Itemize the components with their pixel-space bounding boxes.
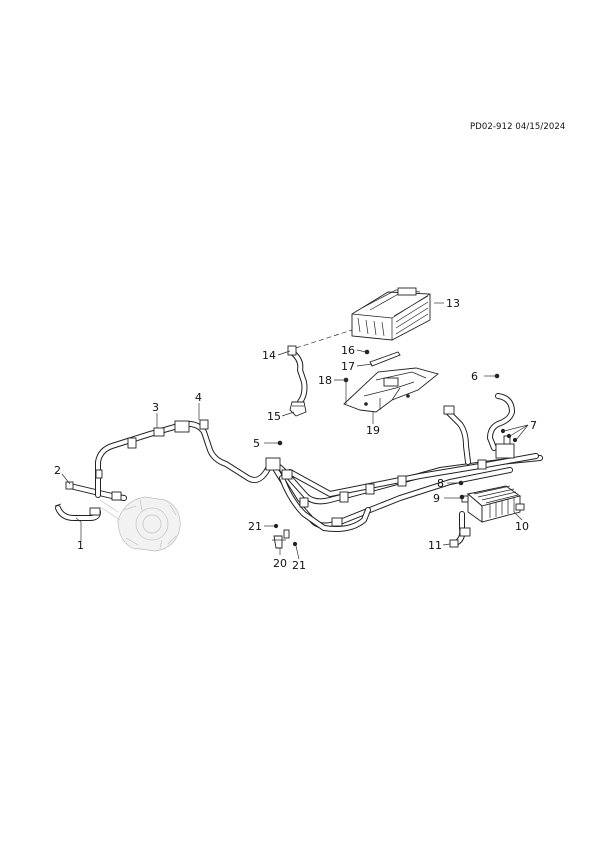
- callout-15: 15: [267, 410, 281, 423]
- callout-1: 1: [77, 539, 84, 552]
- callout-19: 19: [366, 424, 380, 437]
- callout-14: 14: [262, 349, 276, 362]
- coolant-hose-3-4: [95, 419, 275, 498]
- callout-5: 5: [253, 437, 260, 450]
- diagram-reference-code: PD02-912 04/15/2024: [470, 122, 566, 132]
- callout-17: 17: [341, 360, 355, 373]
- callout-21-right: 21: [292, 559, 306, 572]
- callout-18: 18: [318, 374, 332, 387]
- central-pipe-bundle: [265, 453, 543, 532]
- callout-16: 16: [341, 344, 355, 357]
- callout-3: 3: [152, 401, 159, 414]
- callout-21-left: 21: [248, 520, 262, 533]
- callout-10: 10: [515, 520, 529, 533]
- coolant-pipe-11: [449, 511, 471, 548]
- callout-labels: 1 2 3 4 5 6 7 8 9 10 11 13 14 15 16 17 1…: [54, 297, 537, 572]
- coolant-hose-2: [65, 481, 127, 501]
- battery-module-13: [351, 287, 431, 341]
- callout-8: 8: [437, 477, 444, 490]
- callout-6: 6: [471, 370, 478, 383]
- clip-20-21: [272, 523, 298, 549]
- callout-4: 4: [195, 391, 202, 404]
- coolant-pipe-1: [54, 503, 101, 521]
- hose-14-assembly: [287, 345, 308, 417]
- callout-11: 11: [428, 539, 442, 552]
- coolant-pipe-7-assembly: [443, 393, 518, 465]
- callout-20: 20: [273, 557, 287, 570]
- motor-ghost-illustration: [99, 496, 181, 552]
- mounting-bracket-19: [343, 351, 439, 413]
- heat-exchanger-10: [461, 485, 525, 523]
- callout-2: 2: [54, 464, 61, 477]
- callout-9: 9: [433, 492, 440, 505]
- callout-13: 13: [446, 297, 460, 310]
- callout-7: 7: [530, 419, 537, 432]
- leader-lines: [61, 302, 529, 560]
